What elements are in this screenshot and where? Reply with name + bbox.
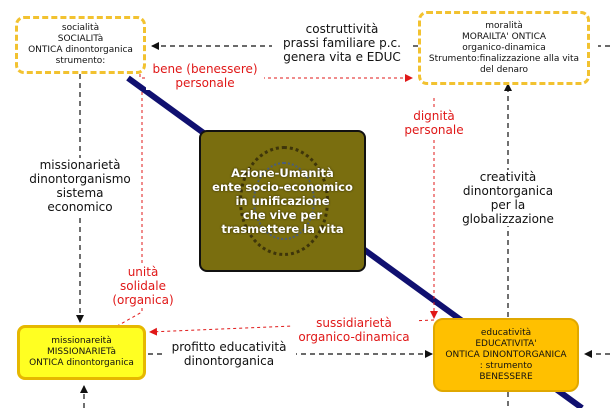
label-profitto: profitto educatività dinontorganica <box>162 340 296 368</box>
label-missionarieta-sistema: missionarietà dinontorganismo sistema ec… <box>28 158 132 214</box>
missionarieta-line3: ONTICA dinontorganica <box>29 358 134 368</box>
profitto-line2: dinontorganica <box>183 354 275 368</box>
center-line5: trasmettere la vita <box>221 222 344 236</box>
creativita-line3: per la <box>490 198 526 212</box>
dignita-line2: personale <box>404 123 464 137</box>
edge-bene-personale <box>139 74 413 82</box>
node-educativita[interactable]: educatività EDUCATIVITA' ONTICA DINONTOR… <box>433 318 579 392</box>
educativita-line3: ONTICA DINONTORGANICA <box>445 349 567 360</box>
costruttivita-line3: genera vita e EDUC <box>283 50 401 64</box>
educativita-line4: : strumento <box>479 360 533 371</box>
missionarieta-sistema-line3: sistema <box>56 186 104 200</box>
node-socialita[interactable]: socialità SOCIALITà ONTICA dinontorganic… <box>15 16 146 74</box>
missionarieta-sistema-line1: missionarietà <box>39 158 121 172</box>
unita-line3: (organica) <box>112 293 174 307</box>
educativita-line2: EDUCATIVITA' <box>475 338 537 349</box>
unita-line2: solidale <box>120 279 166 293</box>
edge-sussidiarieta <box>149 319 435 336</box>
label-bene-personale: bene (benessere) personale <box>146 62 264 90</box>
moralita-line4: Strumento:finalizzazione alla vita <box>428 53 580 64</box>
label-dignita-personale: dignità personale <box>398 109 470 137</box>
center-line2: ente socio-economico <box>212 180 353 194</box>
node-moralita[interactable]: moralità MORAILTA' ONTICA organico-dinam… <box>418 11 590 85</box>
creativita-line1: creatività <box>479 170 537 184</box>
moralita-line1: moralità <box>485 20 523 31</box>
educativita-line5: BENESSERE <box>479 371 533 382</box>
educativita-line1: educatività <box>480 327 532 338</box>
center-decoration <box>239 146 329 256</box>
socialita-line4: strumento: <box>55 56 106 66</box>
center-line4: che vive per <box>242 208 323 222</box>
label-creativita: creatività dinontorganica per la globali… <box>460 170 556 226</box>
label-sussidiarieta: sussidiarietà organico-dinamica <box>292 316 416 344</box>
moralita-line5: del denaro <box>479 64 529 75</box>
costruttivita-line1: costruttività <box>305 22 379 36</box>
sussidiarieta-line1: sussidiarietà <box>316 316 392 330</box>
socialita-line1: socialità <box>61 23 100 33</box>
center-line3: in unificazione <box>235 194 330 208</box>
socialita-line3: ONTICA dinontorganica <box>28 45 133 55</box>
costruttivita-line2: prassi familiare p.c. <box>283 36 401 50</box>
creativita-line4: globalizzazione <box>462 212 554 226</box>
bene-line2: personale <box>175 76 235 90</box>
center-text: Azione-Umanità ente socio-economico in u… <box>205 132 360 270</box>
profitto-line1: profitto educatività <box>171 340 287 354</box>
bene-line1: bene (benessere) <box>152 62 258 76</box>
label-costruttivita: costruttività prassi familiare p.c. gene… <box>272 22 412 64</box>
moralita-line3: organico-dinamica <box>462 42 546 53</box>
center-globe-decoration <box>253 162 315 240</box>
center-line1: Azione-Umanità <box>231 166 334 180</box>
creativita-line2: dinontorganica <box>462 184 554 198</box>
node-center-azione-umanita[interactable]: Azione-Umanità ente socio-economico in u… <box>199 130 366 272</box>
node-missionarieta[interactable]: missionareità MISSIONARIETà ONTICA dinon… <box>17 325 146 380</box>
edge-unita-solidale <box>109 92 143 331</box>
unita-line1: unità <box>127 265 159 279</box>
missionarieta-sistema-line2: dinontorganismo <box>29 172 131 186</box>
dignita-line1: dignità <box>413 109 455 123</box>
moralita-line2: MORAILTA' ONTICA <box>461 31 547 42</box>
socialita-line2: SOCIALITà <box>57 34 104 44</box>
label-unita-solidale: unità solidale (organica) <box>106 265 180 307</box>
missionarieta-line2: MISSIONARIETà <box>46 347 117 357</box>
missionarieta-sistema-line4: economico <box>47 200 113 214</box>
missionarieta-line1: missionareità <box>51 336 112 346</box>
sussidiarieta-line2: organico-dinamica <box>298 330 410 344</box>
